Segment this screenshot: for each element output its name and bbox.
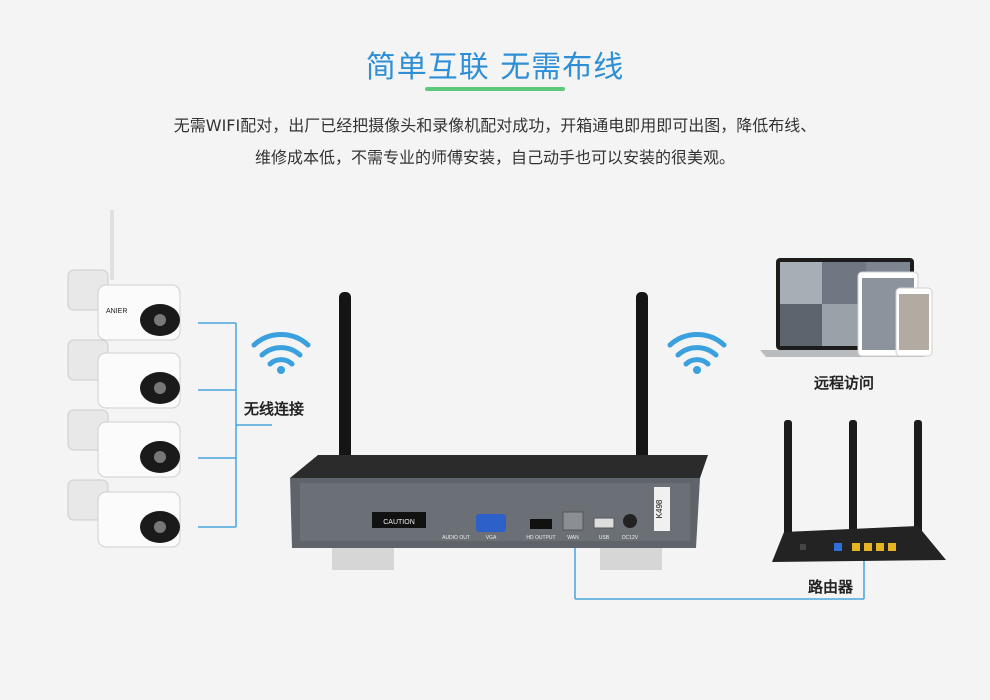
camera-connector-lines <box>198 322 272 528</box>
port-label-vga: VGA <box>486 535 497 541</box>
router-connector-lines <box>574 548 865 600</box>
wifi-icon-right <box>667 332 727 374</box>
router <box>772 420 946 562</box>
wifi-icon-left <box>251 332 311 374</box>
caution-label: CAUTION <box>383 519 415 526</box>
remote-devices <box>760 258 933 357</box>
title-underline <box>425 87 565 91</box>
model-tag: K498 <box>655 499 664 518</box>
port-label-usb: USB <box>599 535 610 541</box>
description-line-2: 维修成本低，不需专业的师傅安装，自己动手也可以安装的很美观。 <box>254 148 735 167</box>
label-wireless: 无线连接 <box>244 400 305 418</box>
description-line-1: 无需WIFI配对，出厂已经把摄像头和录像机配对成功，开箱通电即用即可出图，降低布… <box>173 116 817 135</box>
port-label-wan: WAN <box>567 535 579 541</box>
port-label-dc: DC12V <box>622 535 639 541</box>
camera-4 <box>67 479 181 548</box>
camera-1: ANIER <box>67 210 181 341</box>
label-remote-access: 远程访问 <box>814 374 875 392</box>
description: 无需WIFI配对，出厂已经把摄像头和录像机配对成功，开箱通电即用即可出图，降低布… <box>0 110 990 174</box>
page-title: 简单互联 无需布线 <box>365 50 625 85</box>
camera-3 <box>67 409 181 478</box>
label-router: 路由器 <box>808 578 854 596</box>
port-label-hdmi: HD OUTPUT <box>526 535 555 541</box>
camera-brand-text: ANIER <box>106 308 127 315</box>
camera-2 <box>67 339 181 409</box>
port-label-audio: AUDIO OUT <box>442 535 470 541</box>
nvr-recorder: CAUTION K498 AUDIO OUT VGA HD OUTPUT WAN… <box>290 292 708 570</box>
